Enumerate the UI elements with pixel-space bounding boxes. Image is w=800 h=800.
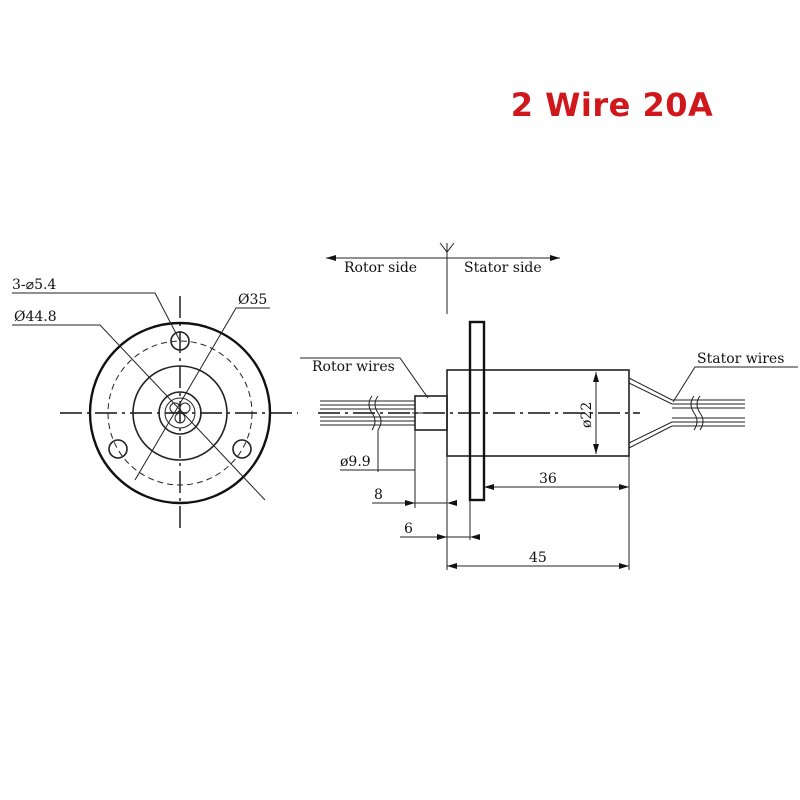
dim-arrow <box>405 500 415 506</box>
mounting-hole <box>232 439 252 459</box>
shaft-inner-circle <box>164 397 196 429</box>
bolt-circle-label: Ø35 <box>238 292 267 308</box>
dim-8-label: 8 <box>374 487 383 503</box>
dim-arrow <box>437 534 447 540</box>
holes-label: 3-⌀5.4 <box>12 277 56 293</box>
side-view: Rotor side Stator side Rotor wires <box>300 242 798 570</box>
dim-arrow <box>593 444 599 454</box>
dim-arrow <box>447 563 457 569</box>
outer-dia-label: Ø44.8 <box>14 309 57 325</box>
stator-side-label: Stator side <box>464 260 542 276</box>
dim-arrow <box>619 563 629 569</box>
stator-wire-bundle <box>628 377 745 449</box>
wire-break-symbol <box>696 395 704 431</box>
dim-arrow <box>619 484 629 490</box>
dim-arrow <box>447 500 457 506</box>
body-dia-label: ø22 <box>579 402 595 428</box>
wire-circle <box>174 412 186 424</box>
body-circle <box>132 365 228 461</box>
shaft-dia-label: ø9.9 <box>340 454 371 470</box>
flange <box>468 320 486 502</box>
dim-45-label: 45 <box>529 550 547 566</box>
rotor-wires-leader <box>300 357 429 399</box>
mounting-hole <box>170 331 190 351</box>
wire-break-symbol <box>374 395 382 431</box>
flange-outer-circle <box>88 321 272 505</box>
stator-wire <box>628 382 673 405</box>
wire-break-symbol <box>690 395 698 431</box>
rotor-side-arrow <box>326 255 336 261</box>
side-divider-notch <box>439 242 455 253</box>
wire-break-symbol <box>368 395 376 431</box>
holes-leader <box>12 292 181 342</box>
dim-36-label: 36 <box>539 471 557 487</box>
shaft-circle <box>158 391 202 435</box>
rotor-wires-label: Rotor wires <box>312 359 395 375</box>
stator-wires-leader <box>672 366 798 403</box>
bolt-circle-leader <box>134 307 270 481</box>
stator-wire <box>628 425 673 449</box>
stator-wire <box>628 421 673 444</box>
stator-wires-label: Stator wires <box>697 351 784 367</box>
dim-arrow <box>593 372 599 382</box>
outer-dia-leader <box>12 324 266 501</box>
bolt-circle <box>107 340 253 486</box>
diagram-title: 2 Wire 20A <box>510 86 714 124</box>
dim-arrow <box>484 484 494 490</box>
slip-ring-body <box>446 369 630 457</box>
mounting-hole <box>108 439 128 459</box>
stator-side-arrow <box>550 255 560 261</box>
rotor-wire-bundle <box>320 395 415 431</box>
dim-arrow <box>470 534 480 540</box>
wire-circle <box>179 402 191 414</box>
dim-6-label: 6 <box>404 521 413 537</box>
front-view: 3-⌀5.4 Ø44.8 Ø35 <box>12 277 298 530</box>
stator-wire <box>628 377 673 401</box>
rotor-side-label: Rotor side <box>344 260 417 276</box>
